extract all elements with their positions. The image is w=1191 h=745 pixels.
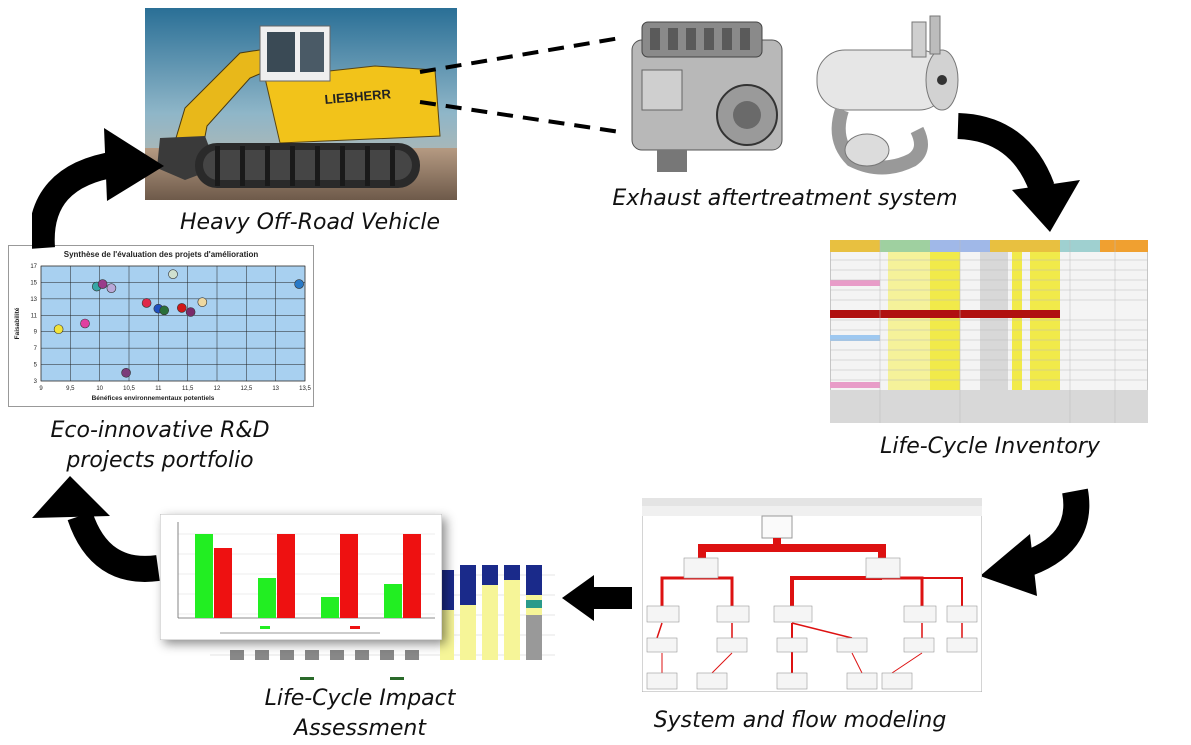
scatter-point [121, 367, 131, 378]
scatter-point [168, 269, 178, 280]
y-tick-label: 3 [34, 379, 38, 385]
portfolio-scatter-plot: 9 9,5 10 10,5 11 11,5 12 12,5 13 13,5 3 5 7 9 11 13 15 17… [14, 264, 311, 402]
arrow-to-vehicle-icon [32, 128, 164, 249]
lcia-label-line2: Assessment [294, 716, 426, 741]
scatter-point [294, 279, 304, 289]
y-tick-label: 17 [30, 264, 37, 270]
dashed-connector [419, 36, 621, 134]
x-tick-label: 12,5 [240, 386, 252, 392]
x-tick-label: 11,5 [182, 386, 194, 392]
scatter-point [80, 318, 90, 329]
x-tick-label: 10 [96, 386, 103, 392]
vehicle-label: Heavy Off-Road Vehicle [179, 210, 440, 235]
portfolio-label-line2: projects portfolio [66, 448, 254, 473]
exhaust-label: Exhaust aftertreatment system [612, 186, 958, 211]
x-tick-label: 9,5 [66, 386, 75, 392]
y-tick-label: 13 [30, 297, 37, 303]
scatter-point [197, 297, 208, 307]
arrow-to-lcia-icon [562, 575, 632, 621]
x-tick-label: 13,5 [299, 386, 311, 392]
y-tick-label: 15 [30, 280, 37, 286]
exhaust-photo [612, 10, 972, 182]
scatter-point [106, 283, 117, 293]
portfolio-chart-title: Synthèse de l'évaluation des projets d'a… [63, 250, 259, 259]
x-axis-label: Bénéfices environnementaux potentiels [92, 395, 215, 402]
y-tick-label: 5 [34, 363, 38, 369]
scatter-point [159, 305, 169, 316]
y-axis-label: Faisabilité [14, 307, 21, 339]
x-tick-label: 13 [272, 386, 279, 392]
y-tick-label: 9 [34, 330, 38, 336]
portfolio-label-line1: Eco-innovative R&D [50, 418, 270, 443]
x-tick-label: 10,5 [123, 386, 135, 392]
scatter-point [97, 279, 108, 289]
scatter-point [53, 324, 64, 335]
scatter-point [177, 303, 187, 313]
y-tick-label: 11 [31, 313, 38, 319]
arrow-to-flow-icon [980, 488, 1090, 596]
scatter-point [141, 298, 152, 308]
x-tick-label: 11 [155, 386, 162, 392]
lcia-label-line1: Life-Cycle Impact [264, 686, 456, 711]
lcia-front-chart [160, 514, 442, 640]
scatter-point [185, 307, 196, 317]
vehicle-photo: LIEBHERR [145, 8, 457, 200]
flow-model-screenshot [642, 498, 982, 692]
portfolio-chart: Synthèse de l'évaluation des projets d'a… [8, 245, 314, 407]
x-tick-label: 9 [39, 386, 43, 392]
arrow-to-portfolio-icon [32, 476, 160, 582]
svg-text:LIEBHERR: LIEBHERR [324, 86, 392, 107]
y-tick-label: 7 [34, 346, 38, 352]
x-tick-label: 12 [214, 386, 221, 392]
flow-label: System and flow modeling [653, 708, 947, 733]
lci-label: Life-Cycle Inventory [880, 434, 1100, 459]
arrow-to-lci-icon [957, 113, 1080, 232]
lci-spreadsheet [830, 240, 1148, 423]
